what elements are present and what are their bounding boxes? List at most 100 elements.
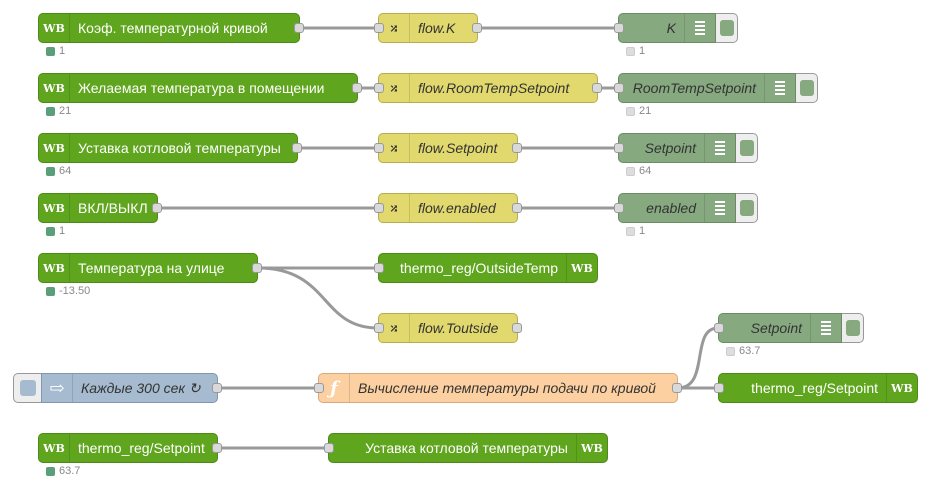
node-label: ВКЛ/ВЫКЛ bbox=[78, 200, 148, 216]
status-dot bbox=[726, 346, 735, 356]
wb-output-node-outside-temp[interactable]: thermo_reg/OutsideTemp WB bbox=[374, 253, 598, 283]
wire bbox=[257, 266, 379, 330]
node-label: Вычисление температуры подачи по кривой bbox=[358, 380, 656, 396]
list-icon bbox=[810, 314, 841, 342]
output-port[interactable] bbox=[512, 143, 522, 153]
node-status: 21 bbox=[46, 105, 71, 117]
change-node-flow-toutside[interactable]: ⤮ flow.Toutside bbox=[374, 313, 522, 343]
wb-input-node-k[interactable]: WB Коэф. температурной кривой bbox=[38, 13, 304, 43]
debug-toggle-button[interactable] bbox=[736, 133, 758, 163]
output-port[interactable] bbox=[292, 143, 302, 153]
function-node-curve[interactable]: ƒ Вычисление температуры подачи по криво… bbox=[314, 373, 682, 403]
output-port[interactable] bbox=[352, 83, 362, 93]
change-node-flow-k[interactable]: ⤮ flow.K bbox=[374, 13, 482, 43]
inject-node-every-300s[interactable]: ⇨ Каждые 300 сек ↻ bbox=[41, 373, 222, 403]
debug-node-setpoint[interactable]: Setpoint bbox=[614, 133, 736, 163]
wb-input-node-setpoint[interactable]: WB Уставка котловой температуры bbox=[38, 133, 302, 163]
output-port[interactable] bbox=[252, 263, 262, 273]
wb-icon: WB bbox=[39, 134, 70, 162]
debug-toggle-button[interactable] bbox=[842, 313, 864, 343]
wb-icon: WB bbox=[39, 254, 70, 282]
status-dot bbox=[46, 46, 55, 56]
node-label: flow.K bbox=[418, 20, 456, 36]
wb-icon: WB bbox=[39, 194, 70, 222]
shuffle-icon: ⤮ bbox=[379, 314, 410, 342]
node-label: thermo_reg/Setpoint bbox=[751, 380, 878, 396]
wb-icon: WB bbox=[39, 74, 70, 102]
status-text: 63.7 bbox=[59, 465, 81, 477]
change-node-flow-enabled[interactable]: ⤮ flow.enabled bbox=[374, 193, 522, 223]
output-port[interactable] bbox=[294, 23, 304, 33]
wb-input-node-outside-temp[interactable]: WB Температура на улице bbox=[38, 253, 262, 283]
input-port[interactable] bbox=[374, 83, 384, 93]
input-port[interactable] bbox=[614, 83, 624, 93]
status-text: 1 bbox=[639, 225, 646, 237]
list-icon bbox=[764, 74, 795, 102]
debug-node-room-temp[interactable]: RoomTempSetpoint bbox=[614, 73, 796, 103]
input-port[interactable] bbox=[374, 323, 384, 333]
wb-output-node-setpoint[interactable]: thermo_reg/Setpoint WB bbox=[714, 373, 918, 403]
wb-icon: WB bbox=[39, 14, 70, 42]
status-dot bbox=[46, 166, 55, 176]
status-text: 64 bbox=[59, 165, 72, 177]
debug-toggle-button[interactable] bbox=[796, 73, 818, 103]
shuffle-icon: ⤮ bbox=[379, 14, 410, 42]
status-text: 64 bbox=[639, 165, 652, 177]
wb-input-node-thermo-setpoint[interactable]: WB thermo_reg/Setpoint bbox=[38, 433, 222, 463]
node-label: thermo_reg/Setpoint bbox=[78, 440, 205, 456]
list-icon bbox=[684, 14, 715, 42]
output-port[interactable] bbox=[672, 383, 682, 393]
status-dot bbox=[626, 166, 635, 176]
node-label: Коэф. температурной кривой bbox=[78, 20, 268, 36]
input-port[interactable] bbox=[614, 23, 624, 33]
debug-node-k[interactable]: K bbox=[614, 13, 716, 43]
wb-input-node-enabled[interactable]: WB ВКЛ/ВЫКЛ bbox=[38, 193, 162, 223]
debug-node-setpoint-calc[interactable]: Setpoint bbox=[714, 313, 842, 343]
node-label: Желаемая температура в помещении bbox=[78, 80, 325, 96]
input-port[interactable] bbox=[374, 203, 384, 213]
input-port[interactable] bbox=[374, 143, 384, 153]
input-port[interactable] bbox=[614, 203, 624, 213]
debug-toggle-button[interactable] bbox=[716, 13, 738, 43]
node-label: RoomTempSetpoint bbox=[632, 80, 756, 96]
wb-output-node-boiler-setpoint[interactable]: Уставка котловой температуры WB bbox=[324, 433, 608, 463]
input-port[interactable] bbox=[324, 443, 334, 453]
input-port[interactable] bbox=[314, 383, 324, 393]
wb-icon: WB bbox=[39, 434, 70, 462]
input-port[interactable] bbox=[374, 23, 384, 33]
input-port[interactable] bbox=[614, 143, 624, 153]
node-label: flow.RoomTempSetpoint bbox=[418, 80, 570, 96]
change-node-flow-setpoint[interactable]: ⤮ flow.Setpoint bbox=[374, 133, 522, 163]
node-status: 1 bbox=[46, 225, 65, 237]
status-text: -13.50 bbox=[59, 285, 91, 297]
node-label: enabled bbox=[646, 200, 696, 216]
status-dot bbox=[46, 226, 55, 236]
output-port[interactable] bbox=[592, 83, 602, 93]
debug-node-enabled[interactable]: enabled bbox=[614, 193, 736, 223]
input-port[interactable] bbox=[714, 323, 724, 333]
inject-trigger-button[interactable] bbox=[13, 373, 41, 403]
node-label: flow.enabled bbox=[418, 200, 496, 216]
input-port[interactable] bbox=[374, 263, 384, 273]
input-port[interactable] bbox=[714, 383, 724, 393]
status-dot bbox=[46, 286, 55, 296]
shuffle-icon: ⤮ bbox=[379, 134, 410, 162]
output-port[interactable] bbox=[512, 203, 522, 213]
output-port[interactable] bbox=[212, 443, 222, 453]
node-status: 21 bbox=[626, 105, 651, 117]
output-port[interactable] bbox=[472, 23, 482, 33]
output-port[interactable] bbox=[212, 383, 222, 393]
status-text: 63.7 bbox=[739, 345, 761, 357]
function-icon: ƒ bbox=[319, 374, 350, 402]
node-label: flow.Setpoint bbox=[418, 140, 498, 156]
output-port[interactable] bbox=[512, 323, 522, 333]
status-text: 21 bbox=[639, 105, 652, 117]
wb-icon: WB bbox=[576, 434, 607, 462]
status-text: 1 bbox=[59, 225, 66, 237]
change-node-flow-room-temp[interactable]: ⤮ flow.RoomTempSetpoint bbox=[374, 73, 602, 103]
debug-toggle-button[interactable] bbox=[736, 193, 758, 223]
output-port[interactable] bbox=[152, 203, 162, 213]
status-text: 1 bbox=[59, 45, 66, 57]
node-label: K bbox=[666, 20, 676, 36]
wb-input-node-room-temp[interactable]: WB Желаемая температура в помещении bbox=[38, 73, 362, 103]
